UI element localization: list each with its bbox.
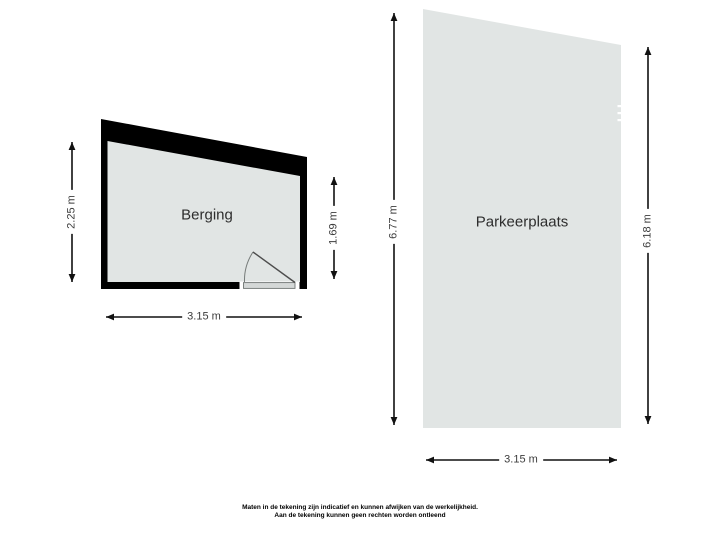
room-label-berging: Berging	[181, 206, 233, 224]
dimension-label-berging-bottom: 3.15 m	[182, 309, 226, 325]
dimension-label-parkeerplaats-left: 6.77 m	[386, 200, 402, 244]
door-threshold	[243, 282, 296, 289]
disclaimer-line-2: Aan de tekening kunnen geen rechten word…	[274, 511, 446, 519]
parkeerplaats-floor	[423, 9, 621, 428]
dimension-label-parkeerplaats-bottom: 3.15 m	[499, 452, 543, 468]
disclaimer-line-1: Maten in de tekening zijn indicatief en …	[242, 504, 478, 511]
dimension-label-berging-left: 2.25 m	[64, 190, 80, 234]
dimension-label-parkeerplaats-right: 6.18 m	[640, 209, 656, 253]
room-label-parkeerplaats: Parkeerplaats	[475, 213, 569, 231]
parkeerplaats-edge-dash	[617, 119, 623, 122]
door-leaf	[252, 251, 296, 284]
parkeerplaats-edge-dash	[617, 112, 623, 115]
parkeerplaats-edge-dash	[617, 105, 623, 108]
dimension-label-berging-right: 1.69 m	[326, 206, 342, 250]
door-swing-arc-icon	[243, 251, 254, 283]
disclaimer-text: Maten in de tekening zijn indicatief en …	[0, 504, 720, 519]
berging-floor	[107, 141, 300, 282]
